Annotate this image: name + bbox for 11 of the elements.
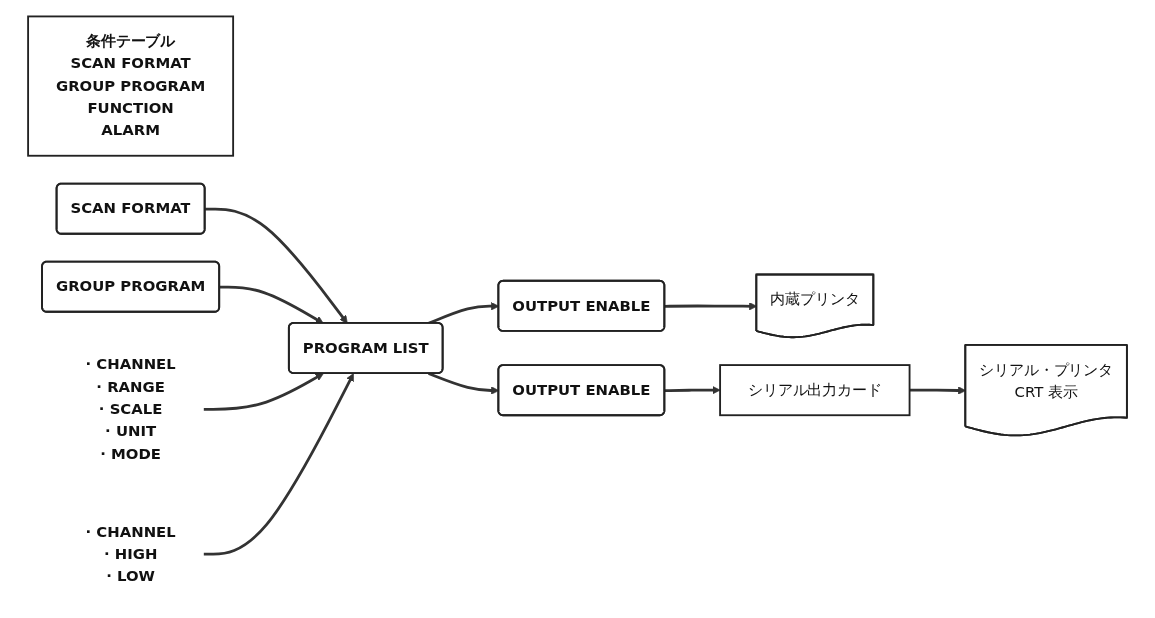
node-box: 条件テーブル SCAN FORMAT GROUP PROGRAM FUNCTION ALARM xyxy=(27,15,235,157)
arrow xyxy=(203,373,354,556)
node-text: · CHANNEL · HIGH · LOW xyxy=(85,522,176,585)
arrow xyxy=(203,373,324,411)
node-box: シリアル出力カード xyxy=(719,364,911,417)
arrow xyxy=(219,285,324,324)
arrow xyxy=(664,386,721,395)
arrow xyxy=(909,386,967,395)
arrow xyxy=(205,207,348,324)
arrow xyxy=(664,302,758,311)
node-text: · CHANNEL · RANGE · SCALE · UNIT · MODE xyxy=(85,355,176,463)
